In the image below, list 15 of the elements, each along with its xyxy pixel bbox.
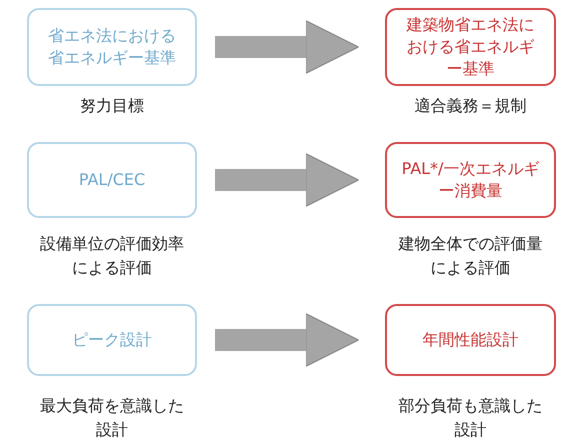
block-arrow <box>215 153 360 207</box>
block-arrow <box>215 20 360 74</box>
node-caption: 建物全体での評価量による評価 <box>397 233 544 279</box>
node-caption: 設備単位の評価効率による評価 <box>39 233 185 279</box>
standard-box: 省エネ法における省エネルギー基準 <box>27 8 197 86</box>
standard-box: ピーク設計 <box>27 304 197 376</box>
standard-box: 建築物省エネ法における省エネルギー基準 <box>385 8 556 86</box>
node-caption: 部分負荷も意識した設計 <box>398 395 544 439</box>
node-caption: 最大負荷を意識した設計 <box>39 395 185 439</box>
standard-box: PAL/CEC <box>27 142 197 218</box>
node-caption: 努力目標 <box>79 95 145 117</box>
standard-box: PAL*/一次エネルギー消費量 <box>385 142 556 218</box>
node-caption: 適合義務＝規制 <box>414 95 528 117</box>
block-arrow <box>215 313 360 367</box>
standard-box: 年間性能設計 <box>385 304 556 376</box>
